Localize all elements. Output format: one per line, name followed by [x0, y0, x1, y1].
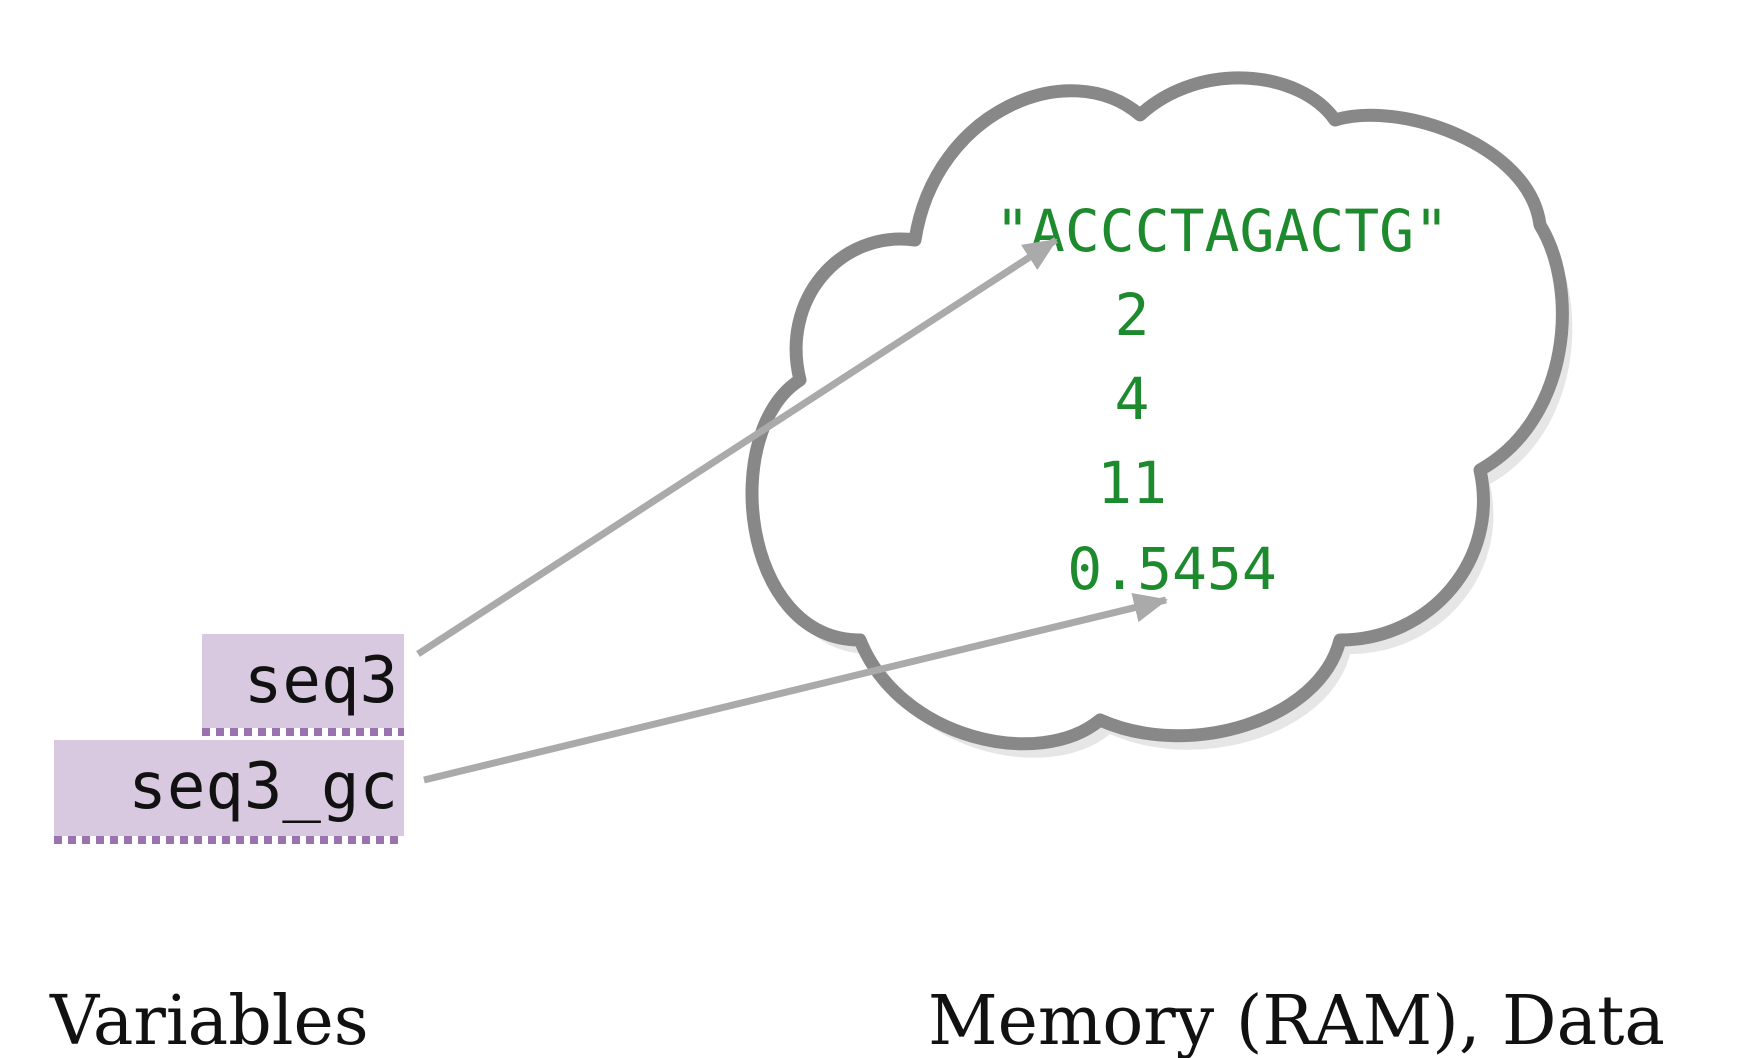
variables-caption: Variables	[49, 982, 369, 1058]
memory-cloud	[745, 71, 1569, 751]
variable-box	[54, 740, 404, 836]
variable-seq3-gc: seq3_gc	[54, 740, 404, 844]
arrow-seq3gc-to-float	[423, 592, 1168, 784]
memory-value-float: 0.5454	[1067, 535, 1277, 603]
variable-box	[202, 634, 404, 728]
memory-value-2: 2	[1115, 281, 1150, 349]
memory-value-4: 4	[1115, 365, 1150, 433]
memory-caption: Memory (RAM), Data	[928, 982, 1665, 1058]
arrow-seq3-to-string	[416, 237, 1058, 657]
variable-label: seq3	[244, 644, 398, 718]
variable-label: seq3_gc	[128, 750, 398, 824]
memory-value-string: "ACCCTAGACTG"	[995, 197, 1449, 265]
variable-seq3: seq3	[202, 634, 404, 736]
memory-value-11: 11	[1097, 449, 1167, 517]
